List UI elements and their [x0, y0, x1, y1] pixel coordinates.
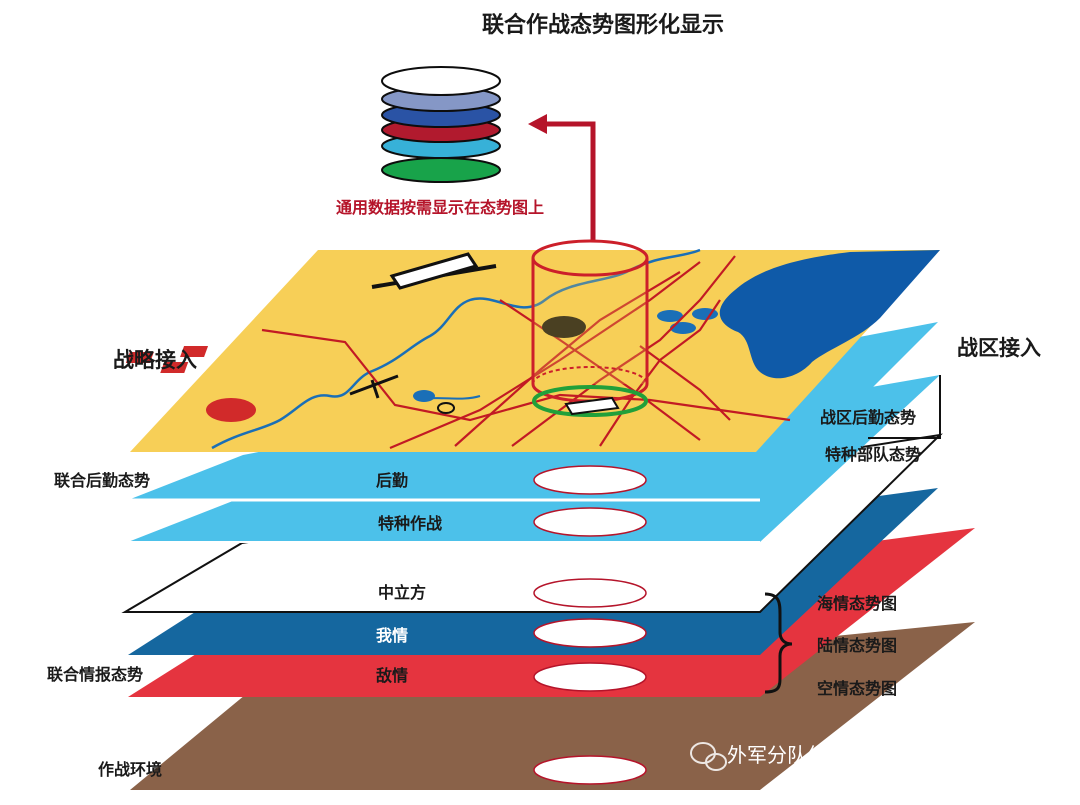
map-red-unit-2: [160, 362, 189, 373]
oval-enemy: [533, 662, 647, 692]
label-land: 陆情态势图: [817, 636, 897, 655]
oval-neutral: [533, 578, 647, 608]
oval-friendly: [533, 618, 647, 648]
label-sea: 海情态势图: [817, 594, 897, 613]
map-ring-marker: [437, 402, 455, 414]
map-lake-3: [670, 322, 696, 334]
map-black-unit: [542, 316, 586, 338]
cylinder-body: [533, 258, 647, 384]
label-special-ops: 特种作战: [378, 514, 442, 533]
stack-disc-white: [381, 66, 501, 96]
map-river: [211, 248, 701, 450]
route-line-6: [639, 345, 731, 421]
diagram-title: 联合作战态势图形化显示: [482, 12, 724, 38]
route-line-2: [389, 261, 701, 450]
route-line-4: [511, 255, 736, 447]
stack-disc-green: [381, 157, 501, 183]
map-cross-tick: [370, 379, 380, 399]
label-joint-logistics: 联合后勤态势: [54, 471, 150, 490]
arrow-head-icon: [528, 114, 547, 134]
selection-cylinder: [531, 239, 649, 417]
label-friendly: 我情: [376, 626, 408, 645]
oval-logistics: [533, 465, 647, 495]
wechat-icon: [690, 742, 727, 771]
up-arrow-line: [545, 121, 596, 240]
label-enemy: 敌情: [376, 666, 408, 685]
caption-text: 通用数据按需显示在态势图上: [336, 198, 544, 217]
oval-special-ops: [533, 507, 647, 537]
label-special-forces: 特种部队态势: [825, 445, 921, 464]
map-red-unit-1: [125, 352, 154, 363]
data-layer-stack: [381, 66, 501, 183]
label-theater-logistics: 战区后勤态势: [820, 408, 916, 427]
label-theater-access: 战区接入: [957, 336, 1041, 360]
label-joint-intel: 联合情报态势: [47, 665, 143, 684]
cylinder-footprint-ring: [532, 385, 648, 417]
map-symbol-bar: [389, 252, 479, 290]
map-water-body: [719, 250, 940, 379]
cylinder-bottom-back: [532, 366, 648, 385]
cylinder-symbol-bar: [564, 396, 620, 416]
label-air: 空情态势图: [817, 679, 897, 698]
label-environment: 作战环境: [98, 760, 162, 779]
cylinder-top: [531, 239, 649, 277]
up-arrow: [528, 114, 596, 240]
label-logistics: 后勤: [376, 471, 408, 490]
route-line-1: [261, 328, 791, 422]
map-lake-1: [657, 310, 683, 322]
route-line-3: [454, 271, 681, 447]
oval-terrain: [533, 755, 647, 785]
map-route-lines: [261, 255, 791, 450]
map-red-circle: [206, 398, 256, 422]
brace-icon: [764, 592, 793, 694]
watermark-site: 军 桥 网: [988, 776, 1035, 791]
label-neutral: 中立方: [378, 583, 426, 602]
special-ops-bracket-line: [868, 375, 941, 439]
layer-ovals: [533, 465, 647, 785]
map-red-unit-3: [180, 346, 209, 357]
map-unit-symbols: [125, 252, 586, 422]
layer-map: [125, 248, 940, 452]
map-blue-dot: [413, 390, 435, 402]
watermark-text: 外军分队作战训练研究主号: [727, 743, 967, 767]
label-strategic-access: 战略接入: [113, 348, 197, 372]
watermark: 外军分队作战训练研究主号 军 桥 网: [690, 742, 1036, 791]
